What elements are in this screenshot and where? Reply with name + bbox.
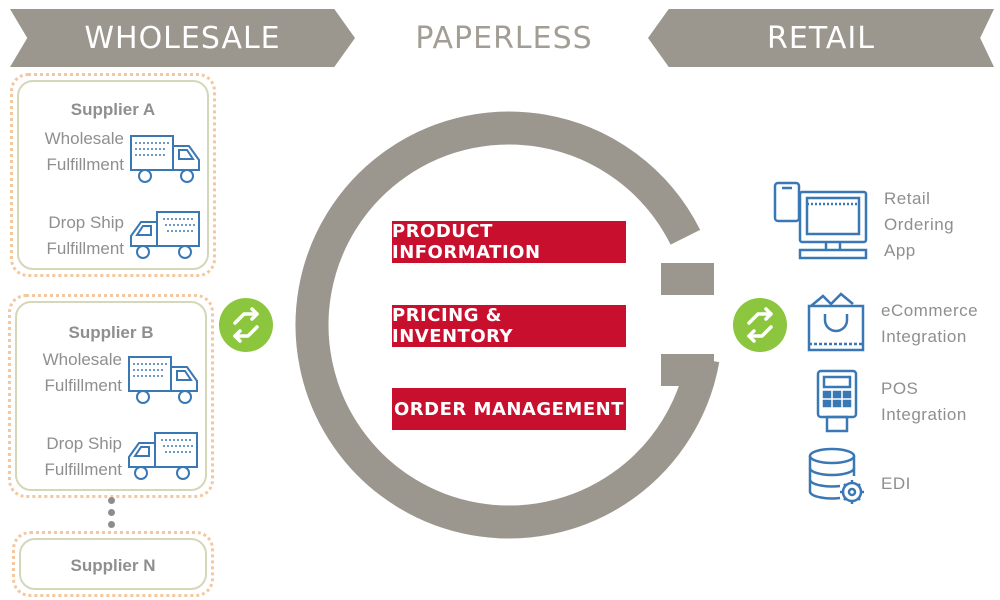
wholesale-title: WHOLESALE	[84, 20, 281, 56]
sync-icon-left	[219, 298, 273, 352]
supplier-b-card: Supplier B Wholesale Fulfillment Drop Sh…	[8, 294, 214, 498]
database-gear-icon	[808, 447, 864, 504]
drop-ship-fulfillment-label: Drop Ship Fulfillment	[46, 213, 124, 258]
retail-title: RETAIL	[767, 20, 875, 56]
truck-icon	[130, 135, 200, 183]
ellipsis-dot	[108, 497, 115, 504]
pos-integration-label: POS Integration	[881, 379, 967, 424]
wholesale-fulfillment-label: Wholesale Fulfillment	[44, 129, 124, 174]
order-management-label: ORDER MANAGEMENT	[392, 388, 626, 430]
process-ring	[295, 111, 723, 539]
product-information-label: PRODUCT INFORMATION	[392, 221, 626, 263]
supplier-b-title: Supplier B	[68, 323, 154, 342]
shopping-bag-icon	[807, 292, 865, 352]
truck-icon	[128, 432, 198, 480]
ecommerce-integration-label: eCommerce Integration	[881, 301, 979, 346]
ellipsis-dot	[108, 521, 115, 528]
drop-ship-fulfillment-label: Drop Ship Fulfillment	[44, 434, 122, 479]
wholesale-fulfillment-label: Wholesale Fulfillment	[42, 350, 122, 395]
paperless-title: PAPERLESS	[415, 20, 593, 56]
truck-icon	[130, 211, 200, 259]
pos-terminal-icon	[816, 369, 858, 433]
truck-icon	[128, 356, 198, 404]
supplier-n-card: Supplier N	[12, 531, 214, 597]
pricing-inventory-label: PRICING & INVENTORY	[392, 305, 626, 347]
supplier-a-card: Supplier A Wholesale Fulfillment Drop Sh…	[10, 73, 216, 277]
ellipsis-dot	[108, 509, 115, 516]
retail-banner: RETAIL	[648, 9, 994, 67]
supplier-n-title: Supplier N	[70, 556, 156, 575]
edi-label: EDI	[881, 474, 911, 493]
computer-phone-icon	[773, 181, 868, 260]
supplier-a-title: Supplier A	[70, 100, 156, 119]
sync-icon-right	[733, 298, 787, 352]
wholesale-banner: WHOLESALE	[10, 9, 355, 67]
retail-ordering-app-label: Retail Ordering App	[884, 189, 955, 260]
